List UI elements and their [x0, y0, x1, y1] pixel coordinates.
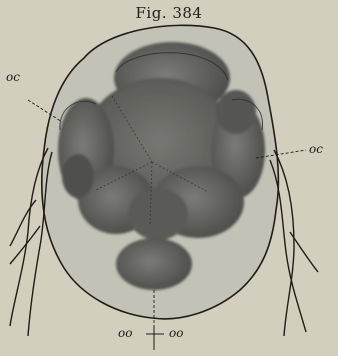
label-oc-right: oc [309, 142, 323, 156]
label-oo-left: oo [118, 326, 132, 340]
label-oo-right: oo [169, 326, 183, 340]
bottom-cross [146, 326, 164, 350]
label-oc-left: oc [6, 70, 20, 84]
